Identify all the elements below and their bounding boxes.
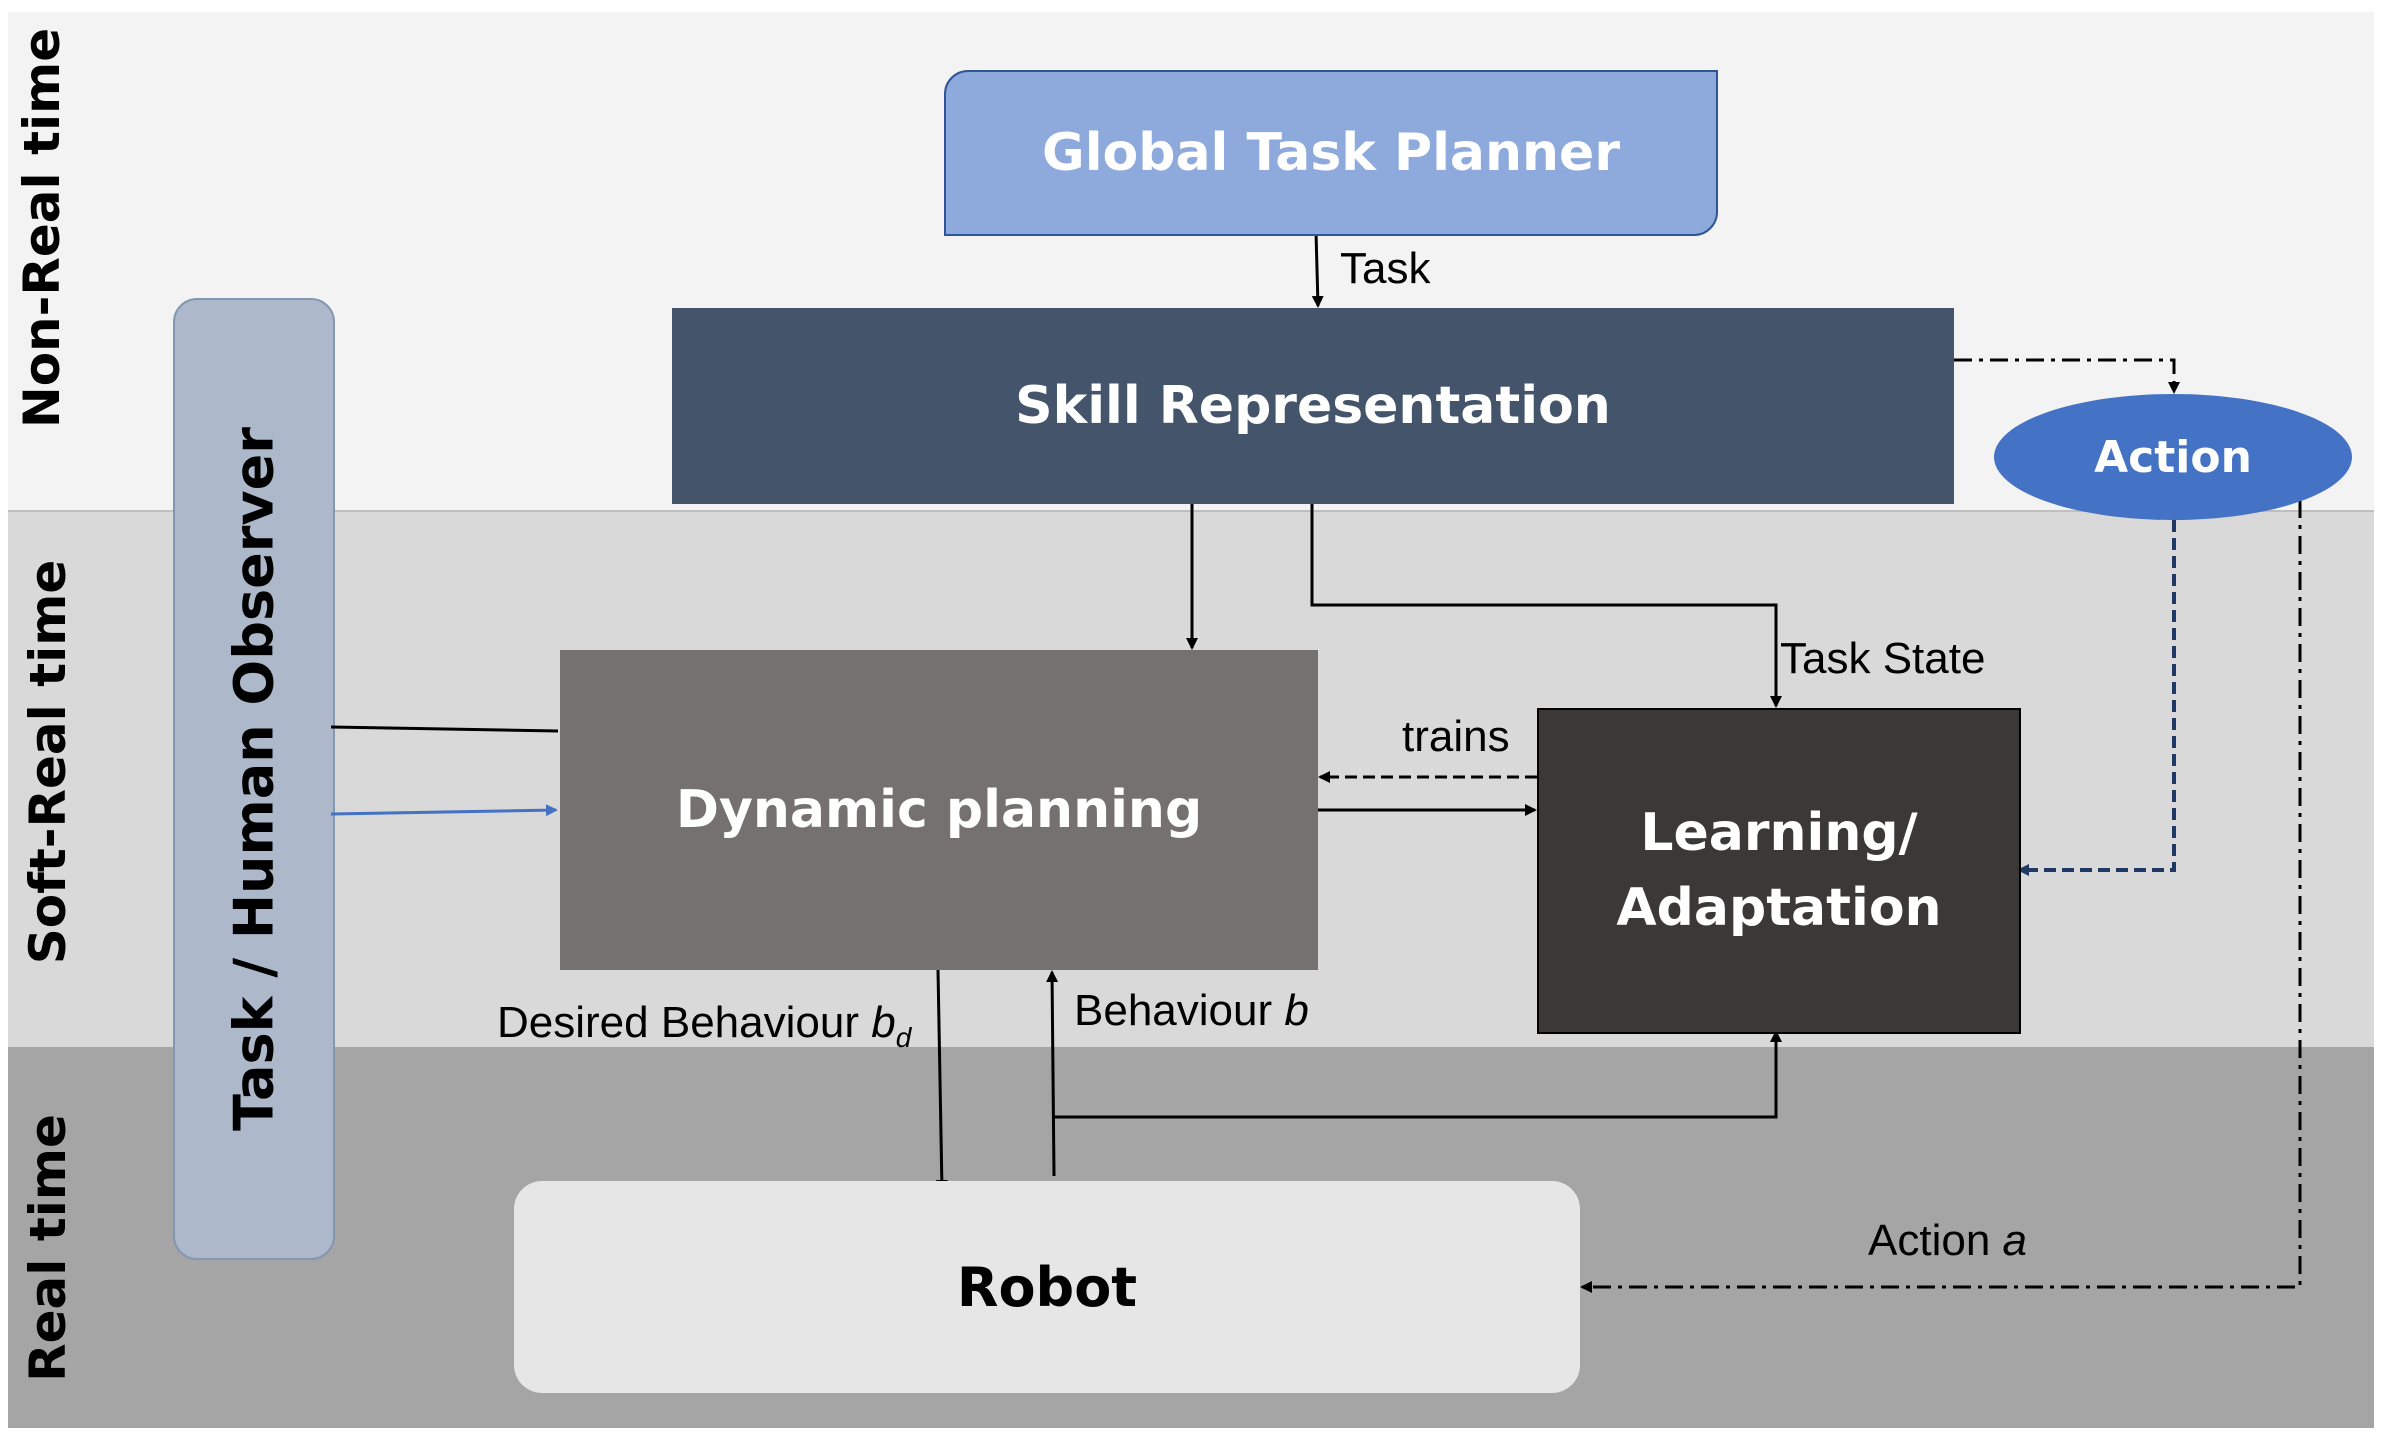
robot-label: Robot (956, 1255, 1138, 1319)
action-a-text: Action (1868, 1216, 1991, 1265)
behaviour-text: Behaviour (1074, 986, 1273, 1035)
behaviour-symbol: b (1284, 986, 1309, 1035)
desired-behaviour-edge-label: Desired Behaviour bd (497, 998, 911, 1054)
learning-adaptation: Learning/ Adaptation (1537, 708, 2021, 1034)
dynamic-planning: Dynamic planning (560, 650, 1318, 970)
edge-behaviour-to-learning (1053, 1030, 1782, 1119)
action-node: Action (1994, 394, 2352, 520)
action-a-symbol: a (2002, 1216, 2028, 1265)
skill-representation-label: Skill Representation (1015, 376, 1611, 436)
trains-edge-label: trains (1402, 712, 1510, 761)
task-state-edge-label: Task State (1780, 634, 1986, 683)
edge-desired-behaviour (935, 969, 948, 1192)
edge-observer-to-dynamic-blue (330, 804, 558, 817)
global-task-planner: Global Task Planner (944, 70, 1718, 236)
robot: Robot (514, 1181, 1580, 1393)
edge-action-to-robot (1580, 500, 2302, 1293)
edge-skill-to-action (1954, 358, 2180, 394)
edge-task (1311, 231, 1324, 308)
learning-label-line1: Learning/ (1640, 802, 1918, 863)
global-task-planner-label: Global Task Planner (1042, 123, 1620, 183)
skill-representation: Skill Representation (672, 308, 1954, 504)
dynamic-planning-label: Dynamic planning (675, 780, 1203, 840)
desired-behaviour-subscript: d (895, 1021, 912, 1053)
edge-task-state (1310, 504, 1782, 708)
behaviour-edge-label: Behaviour b (1074, 986, 1309, 1036)
desired-behaviour-text: Desired Behaviour (497, 998, 859, 1047)
task-edge-label: Task (1340, 244, 1431, 293)
learning-label-line2: Adaptation (1616, 878, 1942, 938)
task-human-observer: Task / Human Observer (173, 298, 335, 1260)
action-node-label: Action (2094, 431, 2252, 483)
edge-observer-to-dynamic (330, 725, 559, 733)
desired-behaviour-symbol: b (871, 998, 896, 1047)
action-a-edge-label: Action a (1868, 1216, 2027, 1266)
edge-behaviour (1046, 970, 1059, 1177)
edge-action-to-learning (2017, 520, 2176, 876)
